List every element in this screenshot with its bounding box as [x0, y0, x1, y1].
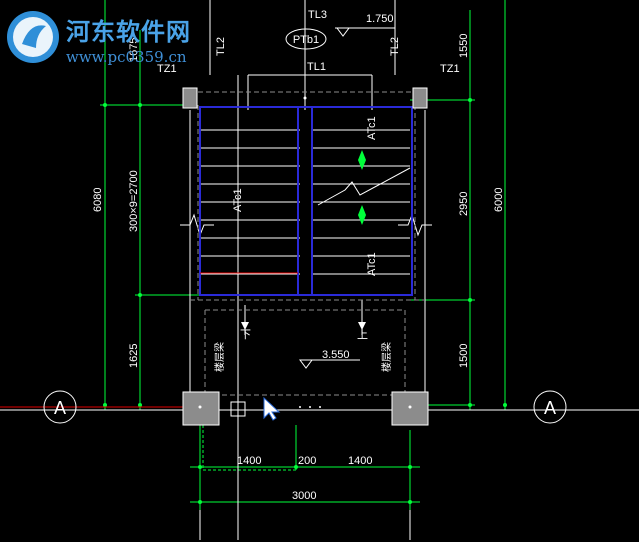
label-tz1-left: TZ1	[157, 63, 177, 75]
small-square-marker	[230, 401, 246, 417]
mouse-cursor-icon	[263, 396, 281, 421]
dim-1550: 1550	[458, 34, 470, 58]
watermark-logo-icon	[7, 11, 59, 63]
axis-bubble-left: A	[43, 390, 77, 424]
dim-3000: 3000	[292, 490, 316, 502]
label-atc1-lower: ATc1	[366, 252, 378, 276]
watermark-title: 河东软件网	[66, 18, 191, 46]
dim-2950: 2950	[458, 192, 470, 216]
label-tz1-right: TZ1	[440, 63, 460, 75]
column-bottom-left	[182, 391, 220, 426]
rotated-labels: TL2 TL2 ATc1 ATc1 ATc1 楼层梁 楼层梁	[213, 37, 401, 372]
columns	[182, 87, 429, 426]
stair-slab-outline	[199, 106, 413, 296]
center-dots	[198, 96, 412, 409]
watermark-url: www.pc0359.cn	[66, 48, 187, 66]
label-atc1-upper: ATc1	[366, 116, 378, 140]
label-slab-left: 楼层梁	[213, 342, 226, 372]
green-arrows	[358, 150, 366, 225]
dim-6000: 6000	[493, 188, 505, 212]
direction-arrows	[241, 322, 366, 330]
column-tz1-right	[412, 87, 428, 109]
label-tl1: TL1	[307, 61, 326, 73]
dim-1400a: 1400	[237, 455, 261, 467]
label-tl2-left: TL2	[215, 37, 227, 56]
dashed-beam-lines	[190, 91, 425, 396]
dim-1500: 1500	[458, 344, 470, 368]
ptb1-tag: PTb1	[285, 28, 327, 50]
dim-1400b: 1400	[348, 455, 372, 467]
label-slab-right: 楼层梁	[380, 342, 393, 372]
axis-label-left: A	[54, 398, 66, 418]
label-tl3: TL3	[308, 9, 327, 21]
dim-1675: 1675	[128, 38, 140, 62]
label-down: 下	[240, 329, 251, 341]
elevation-markers	[299, 27, 350, 369]
label-atc1-left: ATc1	[232, 188, 244, 212]
axis-label-right: A	[544, 398, 556, 418]
dim-200: 200	[298, 455, 316, 467]
dim-2700: 300×9=2700	[128, 170, 140, 232]
ptb1-label: PTb1	[293, 34, 319, 46]
axis-bubble-right: A	[533, 390, 567, 424]
column-tz1-left	[182, 87, 198, 109]
text-labels: TL3 1.750 TL1 TZ1 TZ1 下 上 3.550	[157, 9, 460, 361]
label-elev-landing: 3.550	[322, 349, 350, 361]
axis-red-line	[0, 272, 298, 408]
label-tl2-right: TL2	[389, 37, 401, 56]
dimension-ticks	[103, 98, 507, 504]
label-elev-top: 1.750	[366, 13, 394, 25]
dim-6080: 6080	[92, 188, 104, 212]
label-up: 上	[357, 328, 368, 341]
dimension-texts: 1675 6080 300×9=2700 1625 1550 2950 1500…	[92, 34, 505, 502]
watermark: 河东软件网 www.pc0359.cn	[4, 4, 204, 70]
dim-1625: 1625	[128, 344, 140, 368]
dimension-lines	[100, 0, 506, 510]
